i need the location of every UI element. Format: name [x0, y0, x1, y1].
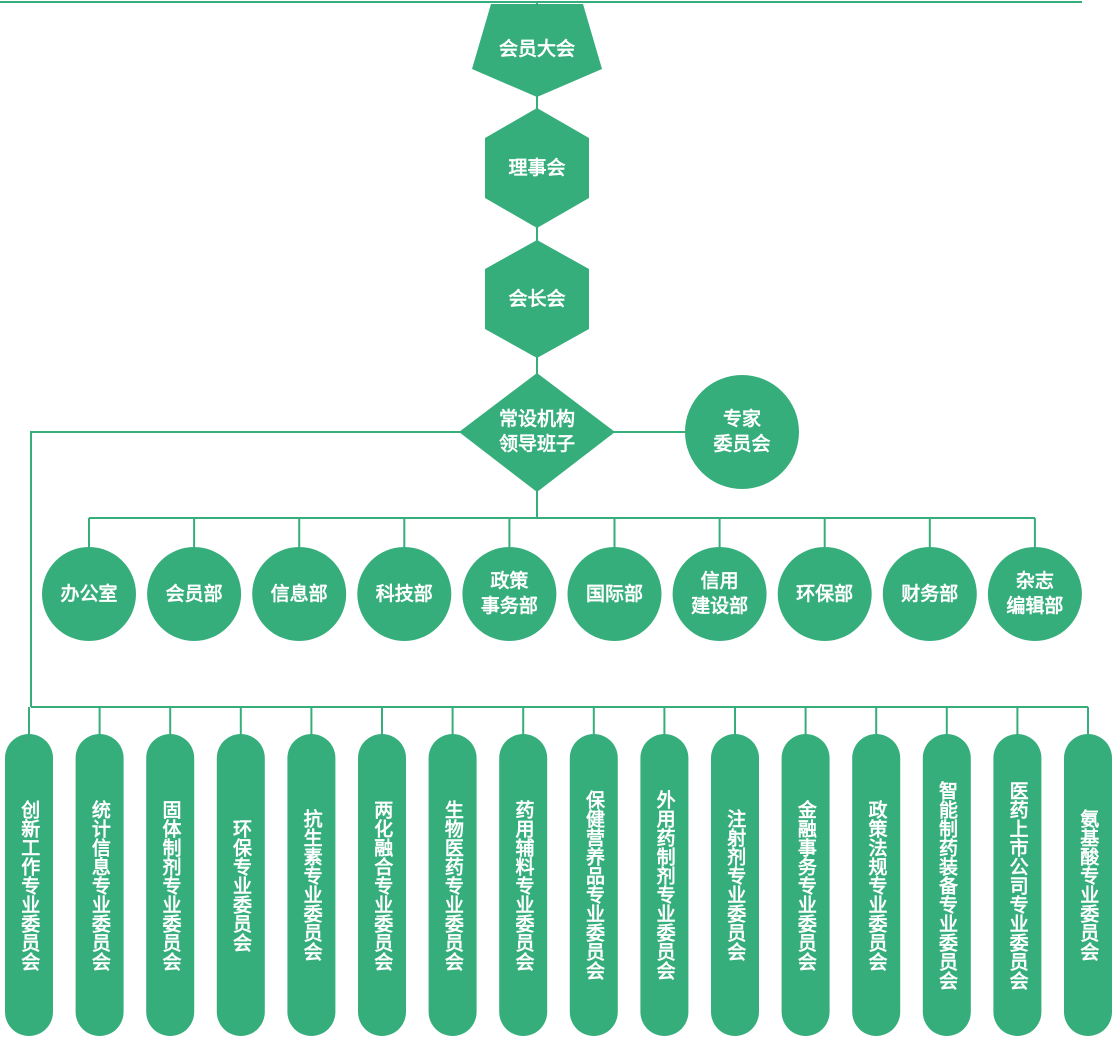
department-node	[252, 547, 347, 641]
committee-node	[711, 734, 759, 1036]
department-node	[42, 547, 136, 641]
council-node	[485, 108, 589, 228]
committee-node	[640, 734, 689, 1036]
department-node	[672, 547, 767, 641]
department-node	[357, 547, 452, 641]
standing-leadership-node	[459, 373, 615, 492]
committee-node	[5, 734, 53, 1036]
committee-node	[499, 734, 548, 1036]
committee-node	[287, 734, 336, 1036]
president-meeting-node	[485, 240, 589, 358]
department-node	[147, 547, 242, 641]
committee-node	[428, 734, 477, 1036]
committee-node	[993, 734, 1042, 1036]
committee-node	[216, 734, 265, 1036]
department-node	[567, 547, 662, 641]
committee-node	[1064, 734, 1112, 1036]
general-assembly-node	[472, 4, 602, 97]
committee-node	[358, 734, 406, 1036]
expert-committee-node	[685, 375, 799, 489]
committee-left-connector	[30, 431, 537, 707]
committee-node	[922, 734, 971, 1036]
committee-node	[852, 734, 901, 1036]
department-node	[987, 547, 1082, 641]
committee-node	[75, 734, 124, 1036]
committee-node	[146, 734, 195, 1036]
department-node	[882, 547, 977, 641]
department-node	[462, 547, 557, 641]
committee-node	[781, 734, 830, 1036]
committee-node	[569, 734, 618, 1036]
department-node	[777, 547, 872, 641]
